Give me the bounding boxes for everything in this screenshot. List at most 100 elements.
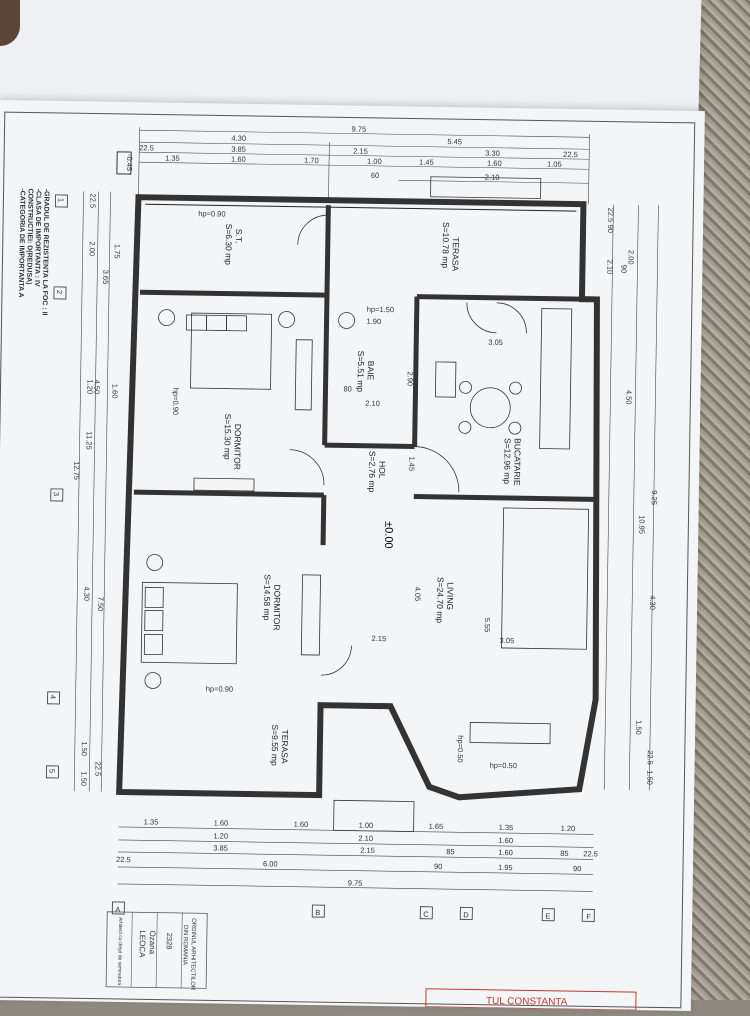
dining-table — [469, 387, 511, 429]
dim-left-13: 22.5 — [93, 762, 102, 777]
dim-right-4: 2.10 — [605, 260, 614, 275]
dim-bot-r2-6: 22.5 — [583, 849, 598, 858]
dim-right-8: 10.95 — [637, 515, 646, 534]
dim-bot-r2-4: 1.60 — [498, 836, 513, 845]
axis-E: E — [545, 912, 550, 921]
dim-bot-r2-3: 85 — [446, 847, 454, 856]
idim-9: 80 — [343, 384, 351, 393]
dim-left-11: 7.50 — [96, 597, 105, 612]
dim-bot-r1-7: 1.20 — [561, 824, 576, 833]
dim-top-r5-1: 60 — [371, 171, 379, 180]
furniture — [140, 176, 590, 832]
dim-top-r4-1: 1.35 — [165, 154, 180, 163]
sofa — [501, 507, 590, 650]
left-dimension-lines — [73, 191, 111, 792]
dim-bot-r3-4: 1.60 — [498, 848, 513, 857]
room-hol-name: HOL — [377, 461, 387, 479]
idim-7: 1.90 — [366, 317, 381, 326]
radiator — [294, 339, 313, 411]
floor-plan-drawing: -CATEGORIA DE IMPORTANTA A CONSTRUCTIEI:… — [0, 111, 696, 1011]
dim-left-10: 4.30 — [82, 586, 91, 601]
dim-left-12: 1.50 — [80, 741, 89, 756]
room-dormitor1-area: S=15.30 mp — [222, 414, 233, 460]
bottom-dimension-lines — [117, 826, 594, 892]
nightstand-1 — [158, 309, 176, 327]
room-dormitor2-area: S=14.58 mp — [262, 574, 273, 620]
room-terasa2-area: S=9.55 mp — [270, 724, 281, 766]
room-baie-name: BAIE — [366, 361, 376, 381]
dim-top-r4-2: 1.60 — [231, 155, 246, 164]
bed-2 — [140, 581, 238, 665]
dim-right-12: 1.50 — [645, 770, 654, 785]
wardrobe — [300, 574, 321, 656]
dim-left-6: 1.20 — [85, 379, 94, 394]
dim-left-4: 1.75 — [113, 244, 122, 259]
idim-4: hp=0.90 — [206, 684, 233, 693]
kitchen-counter — [539, 308, 573, 450]
dim-bot-r4-2: 90 — [434, 862, 442, 871]
dim-bot-r1-1: 1.35 — [144, 817, 159, 826]
dim-top-r3-3: 2.15 — [353, 147, 368, 156]
room-baie-area: S=5.51 mp — [355, 351, 366, 393]
dim-bot-r4-3: 1.95 — [498, 863, 513, 872]
dim-left-7: 4.50 — [92, 379, 101, 394]
dim-left-5: 1.60 — [110, 384, 119, 399]
room-st-name: S.T. — [234, 229, 244, 244]
nightstand-2 — [278, 311, 295, 328]
stamp-note: Arhitect cu drept de semnatura — [116, 917, 123, 986]
dim-top-r3-5: 22.5 — [563, 150, 578, 159]
dim-bot-r4-4: 90 — [573, 864, 581, 873]
room-dormitor2-name: DORMITOR — [272, 584, 283, 630]
dim-right-10: 1.50 — [634, 720, 643, 735]
note-3: -CLASA DE IMPORTANTA : IV — [33, 189, 42, 287]
axis-F: F — [586, 912, 591, 921]
toilet — [338, 312, 355, 329]
room-hol-area: S=2.76 mp — [367, 451, 378, 493]
top-dimension-lines — [138, 127, 590, 205]
idim-5: hp=0.50 — [456, 735, 465, 762]
steps — [333, 799, 415, 832]
dim-bot-r2-5: 85 — [560, 849, 568, 858]
finger — [0, 0, 20, 46]
dim-right-5: 90 — [619, 265, 628, 273]
dim-right-9: 4.30 — [648, 595, 657, 610]
header-notes: -CATEGORIA DE IMPORTANTA A CONSTRUCTIEI:… — [17, 188, 50, 315]
architect-stamp: ORDINUL ARHITECTILOR DIN ROMANIA 2328 Oz… — [105, 911, 208, 991]
axis-4: 4 — [49, 695, 58, 699]
axis-markers-bottom — [111, 901, 595, 922]
dim-top-r3-1: 22.5 — [139, 143, 154, 152]
terrace-bench — [469, 722, 551, 745]
level-label: -0.45 — [125, 154, 134, 171]
stamp-org1: ORDINUL ARHITECTILOR — [189, 918, 196, 991]
stamp-number: 2328 — [165, 933, 174, 950]
dim-top-total: 9.75 — [352, 125, 367, 134]
axis-3: 3 — [52, 492, 61, 496]
dim-bot-r5-1: 9.75 — [348, 879, 363, 888]
idim-13: 2.15 — [372, 634, 387, 643]
dim-top-r4-4: 1.00 — [367, 157, 382, 166]
zero-level: ±0.00 — [382, 521, 394, 549]
room-st-area: S=6.30 mp — [223, 224, 234, 266]
dim-top-r4-3: 1.70 — [304, 156, 319, 165]
plan-sheet: -CATEGORIA DE IMPORTANTA A CONSTRUCTIEI:… — [0, 100, 705, 1011]
dim-right-3: 2.00 — [626, 250, 635, 265]
axis-C: C — [423, 910, 429, 919]
idim-10: 2.90 — [406, 371, 415, 386]
axis-2: 2 — [55, 290, 64, 294]
level-box — [116, 151, 132, 175]
axis-D: D — [463, 910, 469, 919]
idim-11: 3.05 — [488, 338, 503, 347]
room-bucatarie-area: S=12.96 mp — [502, 438, 513, 484]
dim-bot-r2-2: 2.10 — [358, 834, 373, 843]
axis-1: 1 — [56, 198, 65, 202]
dim-top-r3-4: 3.30 — [485, 149, 500, 158]
dim-top-r5-2: 2.10 — [485, 173, 500, 182]
idim-1: hp=0.90 — [198, 209, 225, 218]
room-bucatarie-name: BUCATARIE — [512, 438, 523, 486]
dim-bot-r3-2: 3.85 — [213, 843, 228, 852]
idim-6: hp=0.50 — [490, 761, 517, 770]
idim-8: 2.10 — [365, 399, 380, 408]
dim-left-3: 3.65 — [101, 270, 110, 285]
stamp-org2: DIN ROMANIA — [181, 925, 188, 965]
sheet-frame — [0, 111, 696, 1009]
